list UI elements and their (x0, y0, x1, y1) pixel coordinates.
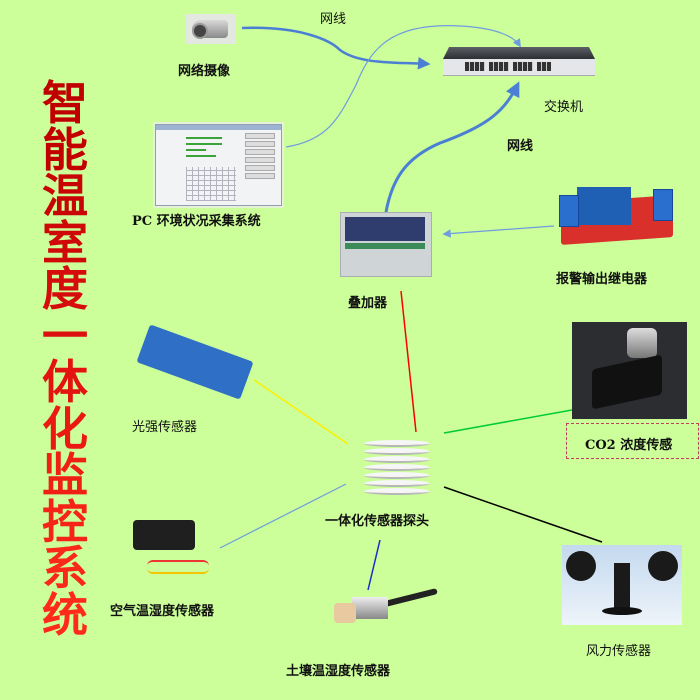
title-char: 监 (42, 448, 88, 502)
title-char: 化 (42, 401, 88, 456)
port-block (513, 62, 533, 71)
relay-board-image (557, 183, 677, 245)
probe-label: 一体化传感器探头 (325, 514, 430, 529)
title-char: 能 (42, 122, 88, 177)
anemometer-cup (566, 551, 596, 581)
line-adder-probe (400, 290, 417, 433)
switch-top (443, 47, 595, 59)
chart-grid (186, 167, 236, 201)
line-air-probe (219, 483, 347, 549)
integrated-probe-image (360, 436, 434, 500)
air-sensor-wire (147, 560, 209, 574)
reading-line (186, 143, 222, 145)
switch-front (443, 59, 595, 76)
probe-ring (364, 480, 430, 487)
title-char: 统 (42, 587, 88, 642)
wind-sensor-label: 风力传感器 (586, 644, 652, 659)
adder-label: 叠加器 (348, 296, 388, 311)
line-soil-probe (367, 539, 381, 591)
line-light-probe (253, 379, 349, 445)
air-sensor-label: 空气温湿度传感器 (110, 604, 215, 619)
co2-sensor-pcb (592, 354, 662, 410)
relay-label: 报警输出继电器 (556, 272, 648, 287)
relay-terminal (653, 189, 673, 221)
cable-pc-switch (285, 25, 521, 148)
window-buttons (245, 133, 275, 181)
soil-sensor-image (330, 585, 440, 645)
soil-sensor-tip (334, 603, 356, 623)
pc-software-screenshot (155, 124, 282, 206)
co2-sensor-label: CO2 浓度传感 (585, 438, 673, 453)
probe-ring (364, 440, 430, 447)
co2-sensor-image (572, 322, 687, 419)
adder-device-image (340, 212, 432, 277)
diagram-title: 智 能 温 室 度 一 体 化 监 控 系 统 (20, 80, 110, 638)
probe-ring (364, 448, 430, 455)
title-char: 控 (42, 494, 88, 549)
reading-line (186, 155, 216, 157)
title-char: 一 (42, 308, 88, 363)
reading-line (186, 149, 206, 151)
wind-sensor-image (562, 545, 682, 625)
reading-line (186, 137, 222, 139)
relay-block (577, 187, 631, 225)
cable-adder-switch (384, 81, 520, 213)
light-sensor-label: 光强传感器 (132, 420, 198, 435)
anemometer-base (602, 607, 642, 615)
camera-label: 网络摄像 (178, 64, 231, 79)
camera-lens (192, 23, 208, 39)
light-sensor-image (135, 322, 260, 407)
air-sensor-body (133, 520, 195, 550)
air-sensor-image (133, 520, 218, 590)
relay-terminal (559, 195, 579, 227)
port-block (537, 62, 551, 71)
line-wind-probe (443, 486, 603, 543)
network-switch-image (443, 47, 595, 77)
port-block (489, 62, 509, 71)
probe-ring (364, 456, 430, 463)
switch-label: 交换机 (544, 100, 584, 115)
probe-ring (364, 472, 430, 479)
cable-relay-adder (442, 225, 555, 238)
co2-label-box (566, 423, 699, 459)
anemometer-cup (648, 551, 678, 581)
adder-panel (345, 217, 425, 241)
line-co2-probe (443, 409, 573, 434)
cable-camera-switch (241, 26, 431, 70)
cable-label-right: 网线 (507, 139, 534, 154)
title-char: 系 (42, 541, 88, 595)
co2-sensor-can (627, 328, 657, 358)
title-char: 智 (42, 76, 88, 130)
pc-system-label: PC 环境状况采集系统 (132, 214, 261, 229)
window-titlebar (156, 125, 281, 130)
title-char: 度 (42, 262, 88, 316)
title-char: 体 (42, 355, 88, 409)
light-sensor-pcb (136, 324, 254, 400)
title-char: 温 (42, 169, 88, 223)
cable-label-top: 网线 (320, 12, 347, 27)
network-camera-image (186, 14, 236, 44)
title-char: 室 (42, 215, 88, 270)
anemometer-pole (614, 563, 630, 611)
soil-sensor-label: 土壤温湿度传感器 (286, 664, 391, 679)
port-block (465, 62, 485, 71)
soil-sensor-nut (352, 597, 388, 619)
probe-ring (364, 464, 430, 471)
adder-terminal-strip (345, 243, 425, 249)
soil-sensor-cable (380, 588, 438, 608)
probe-ring (364, 488, 430, 495)
